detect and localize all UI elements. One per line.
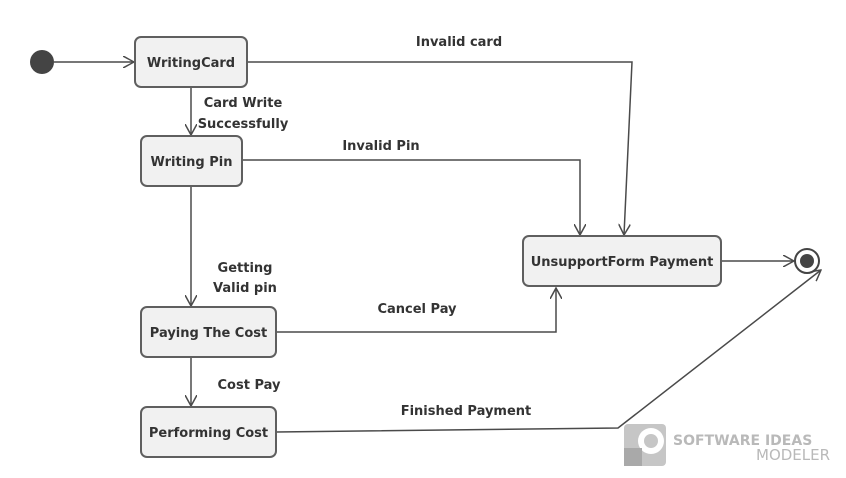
state-writing-card[interactable]: WritingCard — [134, 36, 248, 88]
state-performing-cost-label: Performing Cost — [149, 426, 268, 441]
label-getting-valid-pin-line1: Getting — [218, 261, 273, 276]
label-invalid-card: Invalid card — [416, 35, 502, 50]
state-writing-card-label: WritingCard — [147, 56, 235, 71]
edge-invalid-card — [248, 61, 633, 235]
state-unsupport-payment-label: UnsupportForm Payment — [531, 255, 714, 270]
state-writing-pin-label: Writing Pin — [151, 155, 233, 170]
state-paying-cost[interactable]: Paying The Cost — [140, 306, 277, 358]
watermark-logo-icon — [624, 424, 666, 466]
state-writing-pin[interactable]: Writing Pin — [140, 135, 243, 187]
label-card-write-line1: Card Write — [204, 96, 283, 111]
watermark: SOFTWARE IDEAS MODELER — [624, 424, 830, 466]
state-paying-cost-label: Paying The Cost — [150, 326, 267, 341]
label-finished-payment: Finished Payment — [401, 404, 532, 419]
watermark-line1: SOFTWARE IDEAS — [673, 433, 812, 449]
label-cost-pay: Cost Pay — [218, 378, 282, 393]
state-unsupport-payment[interactable]: UnsupportForm Payment — [522, 235, 722, 287]
edge-finished-payment — [275, 270, 821, 433]
label-card-write-line2: Successfully — [198, 117, 289, 132]
label-getting-valid-pin-line2: Valid pin — [213, 281, 277, 296]
edge-cancel-pay — [276, 288, 556, 333]
label-invalid-pin: Invalid Pin — [342, 139, 419, 154]
watermark-line2: MODELER — [756, 446, 830, 464]
state-performing-cost[interactable]: Performing Cost — [140, 406, 277, 458]
label-cancel-pay: Cancel Pay — [377, 302, 457, 317]
edge-invalid-pin — [242, 159, 580, 235]
initial-node — [30, 50, 54, 74]
final-node — [794, 248, 820, 274]
